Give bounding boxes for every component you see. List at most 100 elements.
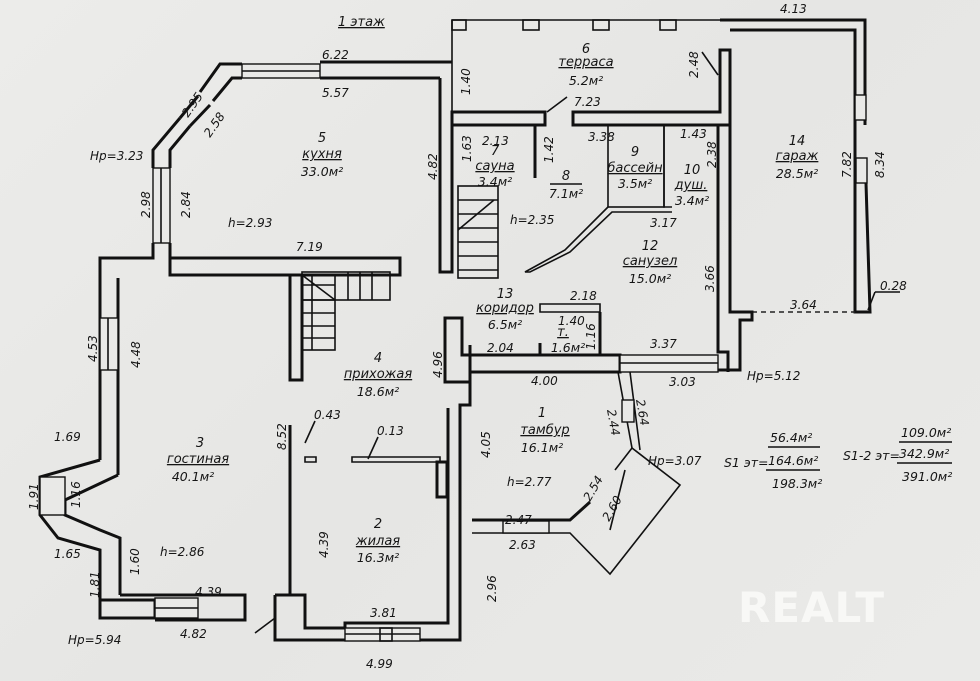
dim-label: 1.43 — [680, 127, 707, 141]
dim-label: 3.81 — [370, 606, 397, 620]
dim-label: 1.16 — [584, 323, 598, 350]
room-6-area: 5.2м² — [569, 73, 603, 88]
dim-label: 3.37 — [650, 337, 677, 351]
dim-label: 5.57 — [322, 86, 349, 100]
dim-label: 2.44 — [604, 408, 622, 437]
dim-label: 2.47 — [505, 513, 532, 527]
room-13-number: 13 — [497, 287, 514, 302]
s1-mid: 164.6м² — [768, 453, 818, 468]
dim-label: 2.64 — [633, 398, 651, 427]
room-10-number: 10 — [684, 163, 701, 178]
dim-label: 8.52 — [275, 423, 289, 450]
dim-label: 2.98 — [139, 191, 153, 218]
dim-label: 6.22 — [322, 48, 349, 62]
dim-label: 1.60 — [128, 548, 142, 575]
room-5-name: кухня — [302, 147, 342, 162]
realt-watermark-logo: REALT — [738, 583, 885, 632]
room-4-name: прихожая — [344, 367, 413, 382]
room-1-area: 16.1м² — [521, 440, 563, 455]
dim-label: 1.40 — [558, 314, 585, 328]
dim-label: 4.00 — [531, 374, 558, 388]
s12-mid: 342.9м² — [899, 446, 949, 461]
dim-label: 2.04 — [487, 341, 514, 355]
room-7-name: сауна — [475, 159, 514, 174]
room-13-area: 6.5м² — [488, 317, 522, 332]
room-11-area: 1.6м² — [551, 340, 585, 355]
dim-label: 2.84 — [179, 191, 193, 218]
dim-label: 1.63 — [460, 135, 474, 162]
room-13-name: коридор — [476, 301, 534, 316]
room-3-area: 40.1м² — [172, 469, 214, 484]
dim-label: 1.65 — [54, 547, 81, 561]
dimension-labels: 6.22 5.57 2.95 2.58 2.98 2.84 7.19 4.82 … — [27, 2, 907, 671]
dim-label: 1.42 — [542, 136, 556, 163]
area-totals: S1 эт= 56.4м² 164.6м² 198.3м² S1-2 эт= 1… — [724, 425, 952, 491]
room-5-area: 33.0м² — [301, 164, 343, 179]
living-perimeter-height: Нр=5.94 — [68, 633, 121, 647]
dim-label: 4.13 — [780, 2, 807, 16]
room-5-height: h=2.93 — [228, 216, 272, 230]
dim-label: 3.17 — [650, 216, 677, 230]
room-10-area: 3.4м² — [675, 193, 709, 208]
dim-label: 2.54 — [580, 473, 605, 503]
room-8-area: 7.1м² — [549, 186, 583, 201]
dim-label: 2.13 — [482, 134, 509, 148]
room-8-number: 8 — [562, 169, 570, 184]
s1-label: S1 эт= — [724, 455, 768, 470]
s1-bot: 198.3м² — [772, 476, 822, 491]
floor-title: 1 этаж — [338, 15, 385, 30]
room-3-height: h=2.86 — [160, 545, 205, 559]
dim-label: 1.40 — [459, 68, 473, 95]
dim-label: 4.53 — [86, 335, 100, 362]
dim-label: 2.96 — [485, 575, 499, 602]
room-10-name: душ. — [674, 178, 708, 193]
dim-label: 3.64 — [790, 298, 817, 312]
dim-label: 4.39 — [195, 585, 222, 599]
room-1-height: h=2.77 — [507, 475, 552, 489]
dim-label: 4.82 — [180, 627, 207, 641]
dim-label: 0.28 — [880, 279, 907, 293]
dim-label: 0.13 — [377, 424, 404, 438]
s12-label: S1-2 эт= — [843, 448, 900, 463]
dim-label: 7.19 — [296, 240, 323, 254]
dim-label: 3.03 — [669, 375, 696, 389]
dim-label: 4.99 — [366, 657, 393, 671]
dim-label: 7.23 — [574, 95, 601, 109]
room-9-name: бассейн — [607, 161, 663, 176]
room-3-name: гостиная — [167, 452, 229, 467]
dim-label: 3.66 — [703, 265, 717, 292]
room-3-number: 3 — [196, 436, 204, 451]
dim-label: 2.18 — [570, 289, 597, 303]
dim-label: 2.48 — [687, 51, 701, 78]
room-12-area: 15.0м² — [629, 271, 671, 286]
dim-label: 7.82 — [840, 151, 854, 178]
dim-label: 0.43 — [314, 408, 341, 422]
walls — [38, 18, 872, 642]
s1-top: 56.4м² — [770, 430, 812, 445]
room-labels: 1 тамбур 16.1м² h=2.77 2 жилая 16.3м² 3 … — [160, 42, 819, 565]
dim-label: 2.58 — [201, 110, 228, 140]
dim-label: 4.05 — [479, 431, 493, 458]
dim-label: 4.82 — [426, 153, 440, 180]
dim-label: 1.91 — [27, 483, 41, 510]
dim-label: 4.96 — [431, 351, 445, 378]
dim-label: 4.48 — [129, 341, 143, 368]
dim-label: 1.16 — [69, 481, 83, 508]
room-2-area: 16.3м² — [357, 550, 399, 565]
s12-top: 109.0м² — [901, 425, 951, 440]
dim-label: 2.63 — [509, 538, 536, 552]
room-7-number: 7 — [491, 144, 500, 159]
dim-label: 3.38 — [588, 130, 615, 144]
room-6-name: терраса — [558, 55, 613, 70]
room-4-area: 18.6м² — [357, 384, 399, 399]
room-14-area: 28.5м² — [776, 166, 818, 181]
room-1-number: 1 — [538, 406, 546, 421]
room-11-name: т. — [557, 325, 569, 340]
room-6-number: 6 — [582, 42, 590, 57]
dim-label: 8.34 — [873, 151, 887, 178]
room-2-name: жилая — [355, 534, 400, 549]
room-12-name: санузел — [623, 254, 678, 269]
room-2-number: 2 — [374, 517, 382, 532]
s12-bot: 391.0м² — [902, 469, 952, 484]
